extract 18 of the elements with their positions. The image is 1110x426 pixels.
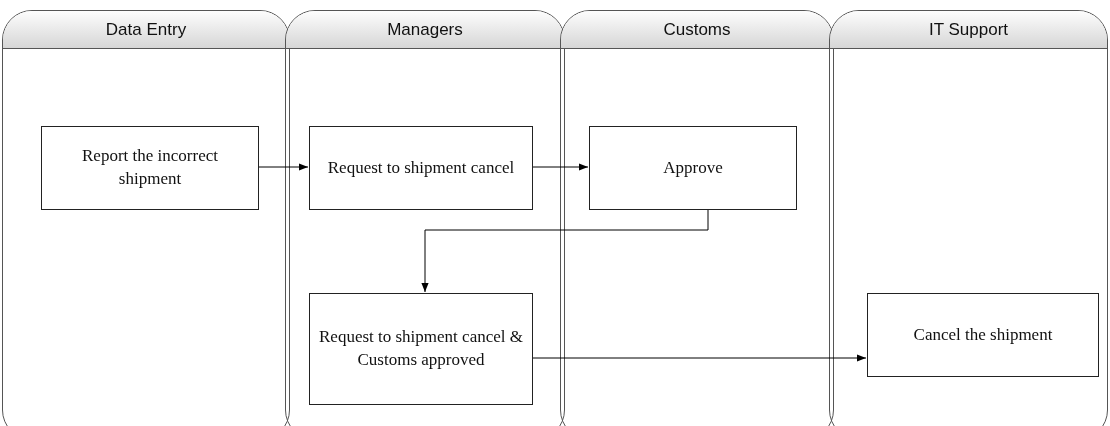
box-text: Request to shipment cancel & Customs approved — [318, 326, 524, 371]
arrow — [531, 163, 589, 171]
lane-title: Managers — [387, 19, 463, 40]
box-text: Request to shipment cancel — [327, 156, 515, 179]
process-box — [589, 126, 797, 210]
process-box — [867, 293, 1099, 377]
arrow — [531, 354, 867, 362]
process-box — [309, 293, 533, 405]
lane-title: Customs — [663, 19, 731, 40]
arrow — [421, 208, 709, 293]
lane-title: Data Entry — [105, 19, 187, 40]
process-box — [41, 126, 259, 210]
lane-title: IT Support — [928, 19, 1009, 40]
process-box — [309, 126, 533, 210]
box-text: Report the incorrect shipment — [81, 145, 219, 190]
box-text: Cancel the shipment — [913, 323, 1053, 346]
arrow — [257, 163, 309, 171]
box-text: Approve — [663, 156, 723, 179]
